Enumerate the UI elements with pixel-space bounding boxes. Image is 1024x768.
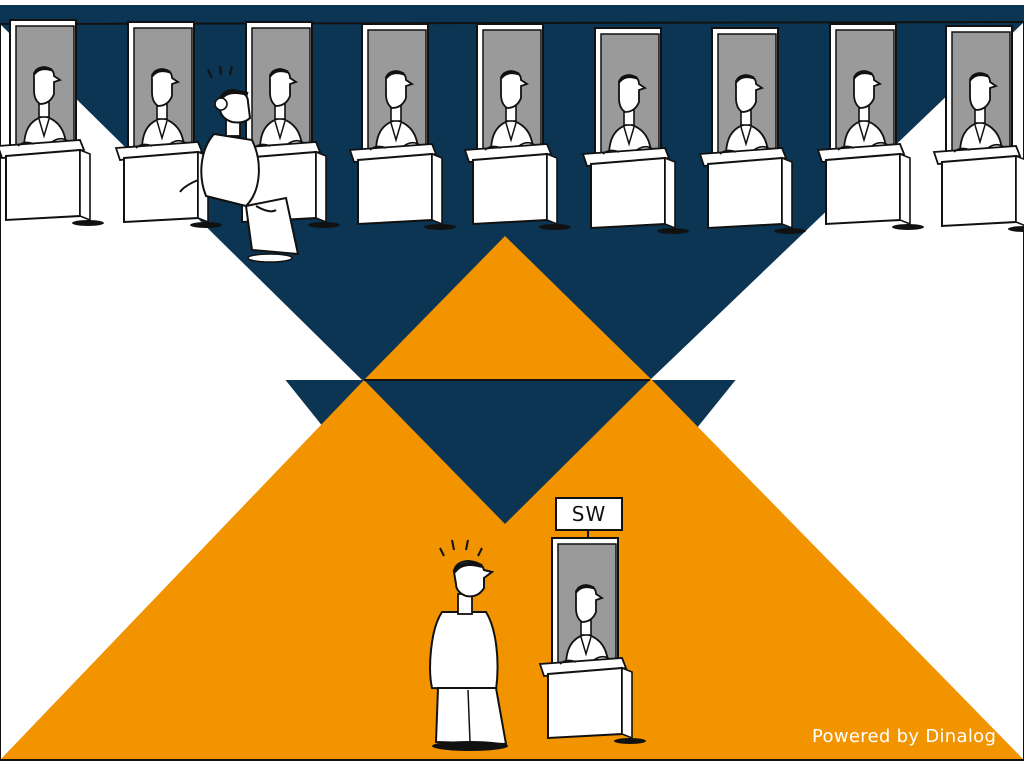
confused-person-icon [179,65,300,263]
service-booth-icon [932,24,1024,234]
sw-sign-label: SW [571,502,607,526]
inner-navy-triangle [364,380,650,524]
sw-sign [555,497,623,531]
person-icon [429,539,508,751]
top-booth-row [0,18,1024,236]
caption: Powered by Dinalog [812,726,997,747]
single-window-booth [538,497,648,746]
